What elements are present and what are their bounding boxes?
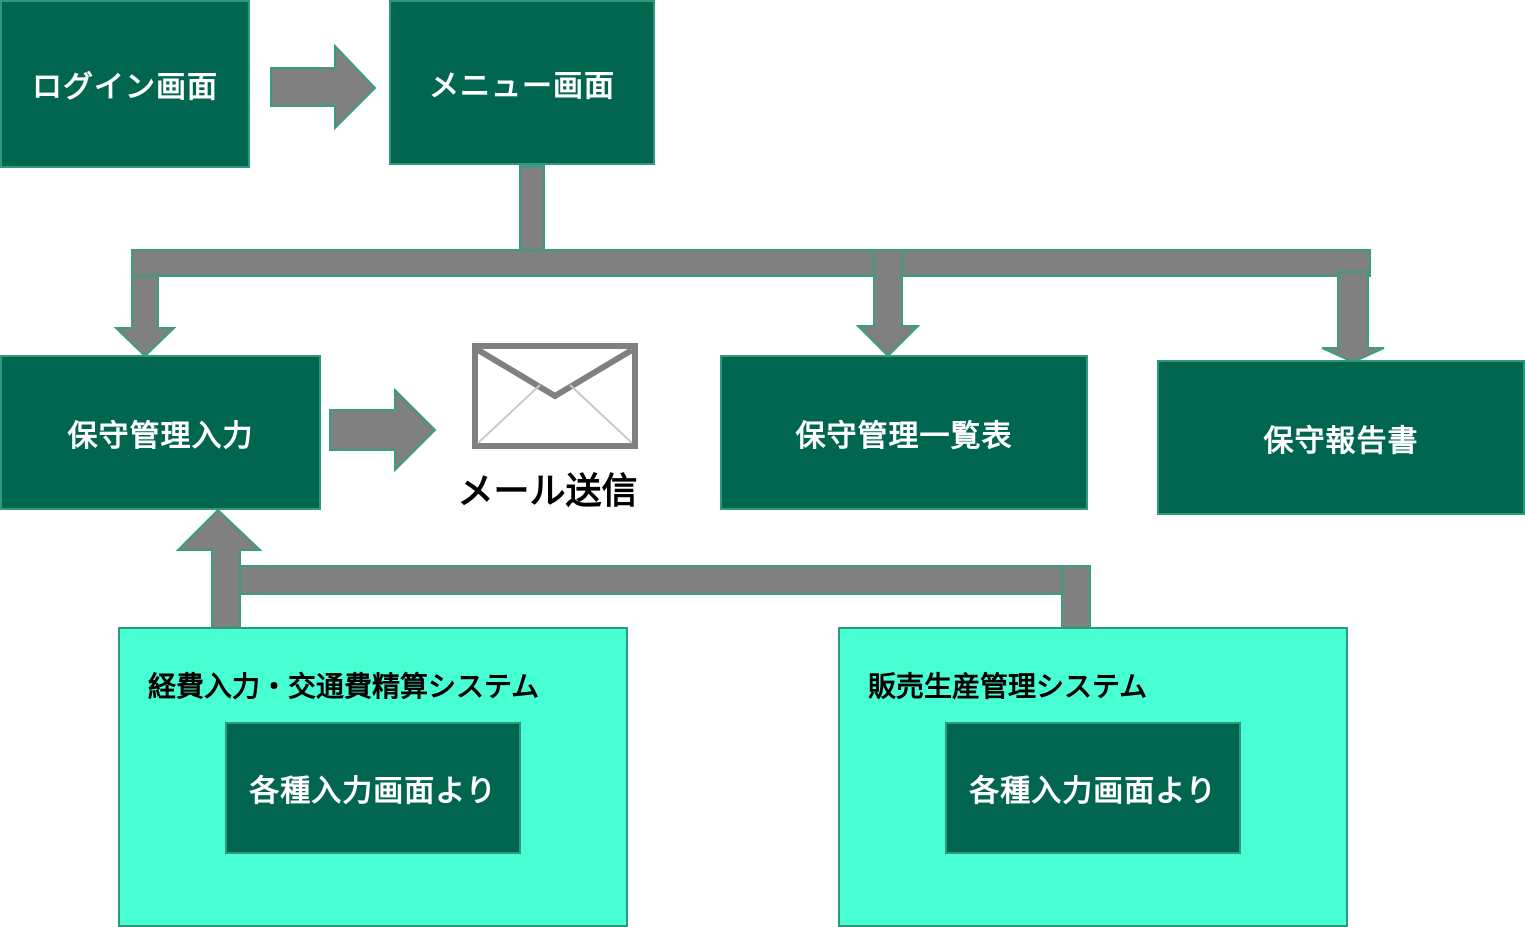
node-maintenance-report: 保守報告書	[1157, 360, 1525, 515]
node-menu-label: メニュー画面	[429, 68, 615, 104]
system-sales-production-input-screens: 各種入力画面より	[945, 722, 1241, 854]
node-menu-screen: メニュー画面	[389, 0, 655, 165]
mail-envelope-icon	[472, 343, 638, 449]
system-expense: 経費入力・交通費精算システム 各種入力画面より	[118, 627, 628, 927]
system-expense-input-screens-label: 各種入力画面より	[249, 774, 497, 809]
mail-send-label: メール送信	[457, 471, 638, 512]
node-maintenance-list-label: 保守管理一覧表	[795, 418, 1013, 454]
node-maintenance-input: 保守管理入力	[0, 355, 321, 510]
node-maintenance-input-label: 保守管理入力	[67, 418, 254, 454]
arrow-to-maintenance-report	[1321, 271, 1385, 364]
system-sales-production-title: 販売生産管理システム	[868, 670, 1148, 703]
arrow-input-to-mail	[329, 387, 437, 473]
system-expense-title: 経費入力・交通費精算システム	[148, 670, 540, 703]
connector-sales-riser	[1061, 565, 1091, 629]
node-login-screen: ログイン画面	[0, 0, 250, 168]
node-maintenance-list: 保守管理一覧表	[720, 355, 1088, 510]
system-sales-production-input-screens-label: 各種入力画面より	[969, 774, 1217, 809]
system-sales-production: 販売生産管理システム 各種入力画面より	[838, 627, 1348, 927]
arrow-up-to-maintenance-input	[175, 508, 263, 629]
arrow-to-maintenance-list	[855, 249, 921, 358]
connector-distribution-bar	[131, 249, 1371, 277]
system-expense-input-screens: 各種入力画面より	[225, 722, 521, 854]
node-login-label: ログイン画面	[32, 70, 218, 105]
arrow-to-maintenance-input	[113, 275, 177, 358]
arrow-login-to-menu	[270, 43, 377, 131]
connector-sales-to-input	[211, 565, 1091, 595]
node-maintenance-report-label: 保守報告書	[1263, 423, 1419, 459]
connector-menu-stem	[519, 165, 545, 251]
